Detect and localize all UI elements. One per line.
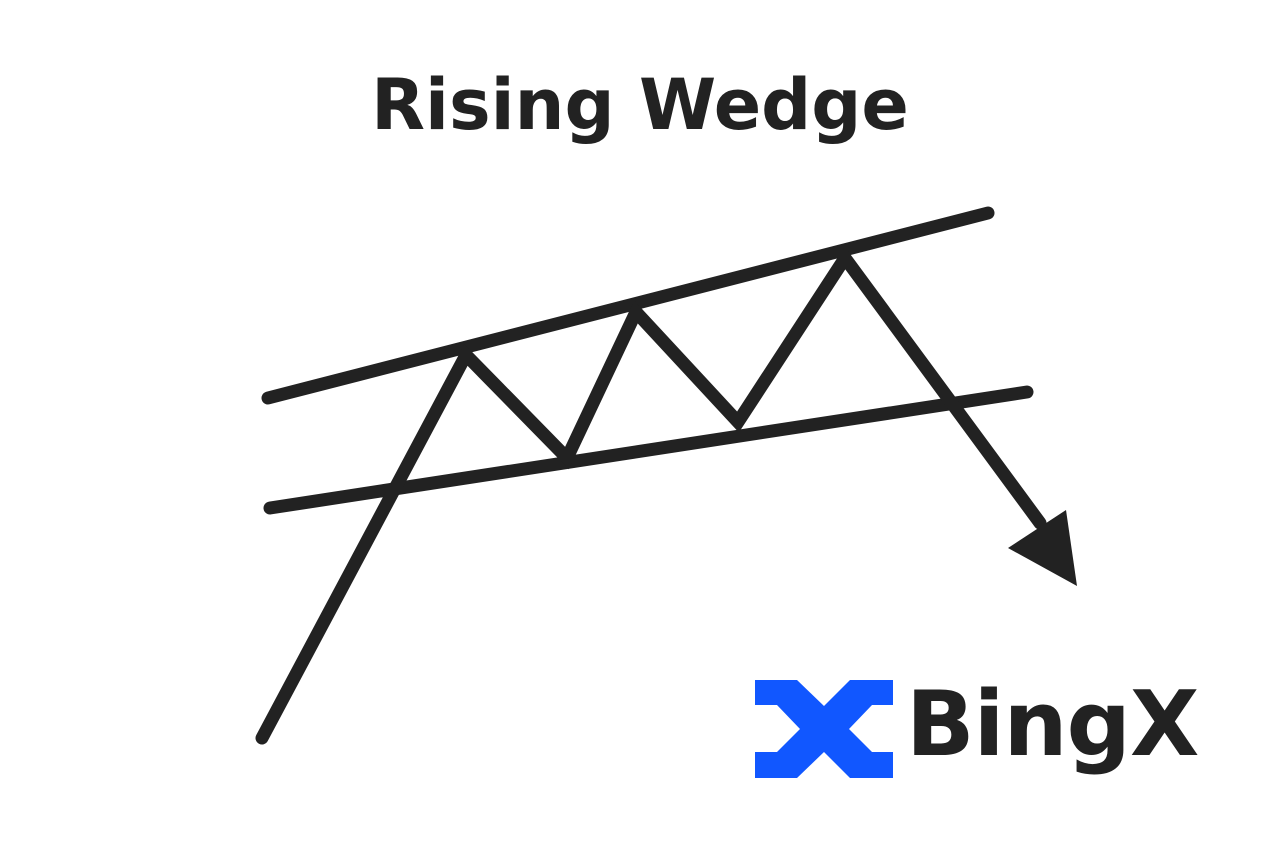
upper-trendline [261,206,995,405]
bingx-logo-icon [755,680,893,778]
diagram-title: Rising Wedge [371,64,909,146]
breakdown-arrowhead-icon [1008,510,1077,586]
bingx-wordmark: BingX [906,672,1199,777]
lower-trendline [263,385,1034,515]
price-path [255,246,1047,745]
